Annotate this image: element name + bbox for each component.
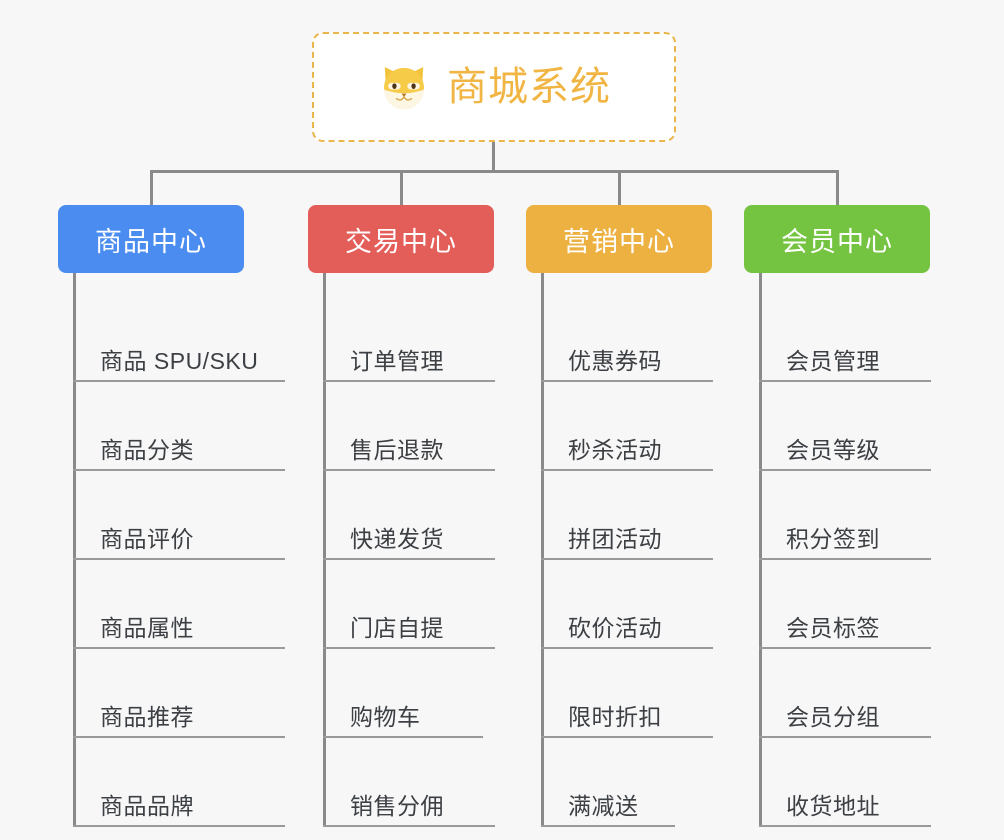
leaf-item[interactable]: 快递发货	[323, 471, 495, 560]
connector-drop-1	[150, 170, 153, 205]
leaf-item[interactable]: 秒杀活动	[541, 382, 713, 471]
leaf-item[interactable]: 会员等级	[759, 382, 931, 471]
connector-drop-2	[400, 170, 403, 205]
leaf-item[interactable]: 售后退款	[323, 382, 495, 471]
leaf-item[interactable]: 商品 SPU/SKU	[73, 293, 285, 382]
category-label-1: 商品中心	[95, 226, 207, 257]
leaf-item[interactable]: 限时折扣	[541, 649, 713, 738]
leaf-item[interactable]: 收货地址	[759, 738, 931, 827]
leaf-item[interactable]: 销售分佣	[323, 738, 495, 827]
category-box-4[interactable]: 会员中心	[744, 205, 930, 273]
leaf-item[interactable]: 砍价活动	[541, 560, 713, 649]
category-box-1[interactable]: 商品中心	[58, 205, 244, 273]
leaf-item[interactable]: 购物车	[323, 649, 483, 738]
leaf-item[interactable]: 优惠券码	[541, 293, 713, 382]
connector-root-stem	[492, 142, 495, 172]
shiba-dog-icon	[377, 62, 431, 112]
root-title: 商城系统	[447, 65, 611, 109]
leaf-list-4: 会员管理 会员等级 积分签到 会员标签 会员分组 收货地址	[744, 273, 931, 827]
leaf-list-1: 商品 SPU/SKU 商品分类 商品评价 商品属性 商品推荐 商品品牌	[58, 273, 285, 827]
root-node[interactable]: 商城系统	[312, 32, 676, 142]
branch-column-2: 交易中心 订单管理 售后退款 快递发货 门店自提 购物车 销售分佣	[308, 205, 495, 827]
leaf-item[interactable]: 商品品牌	[73, 738, 285, 827]
leaf-item[interactable]: 会员管理	[759, 293, 931, 382]
leaf-item[interactable]: 拼团活动	[541, 471, 713, 560]
category-box-3[interactable]: 营销中心	[526, 205, 712, 273]
connector-drop-3	[618, 170, 621, 205]
branch-column-4: 会员中心 会员管理 会员等级 积分签到 会员标签 会员分组 收货地址	[744, 205, 931, 827]
branch-column-3: 营销中心 优惠券码 秒杀活动 拼团活动 砍价活动 限时折扣 满减送	[526, 205, 713, 827]
connector-horizontal-bus	[150, 170, 838, 173]
category-box-2[interactable]: 交易中心	[308, 205, 494, 273]
leaf-item[interactable]: 订单管理	[323, 293, 495, 382]
leaf-item[interactable]: 商品评价	[73, 471, 285, 560]
leaf-item[interactable]: 商品属性	[73, 560, 285, 649]
category-label-3: 营销中心	[563, 226, 675, 257]
branch-column-1: 商品中心 商品 SPU/SKU 商品分类 商品评价 商品属性 商品推荐 商品品牌	[58, 205, 285, 827]
leaf-item[interactable]: 满减送	[541, 738, 675, 827]
leaf-list-3: 优惠券码 秒杀活动 拼团活动 砍价活动 限时折扣 满减送	[526, 273, 713, 827]
category-label-2: 交易中心	[345, 226, 457, 257]
leaf-item[interactable]: 商品分类	[73, 382, 285, 471]
leaf-item[interactable]: 会员标签	[759, 560, 931, 649]
leaf-item[interactable]: 积分签到	[759, 471, 931, 560]
connector-drop-4	[836, 170, 839, 205]
leaf-item[interactable]: 商品推荐	[73, 649, 285, 738]
leaf-list-2: 订单管理 售后退款 快递发货 门店自提 购物车 销售分佣	[308, 273, 495, 827]
leaf-item[interactable]: 门店自提	[323, 560, 495, 649]
leaf-item[interactable]: 会员分组	[759, 649, 931, 738]
category-label-4: 会员中心	[781, 226, 893, 257]
